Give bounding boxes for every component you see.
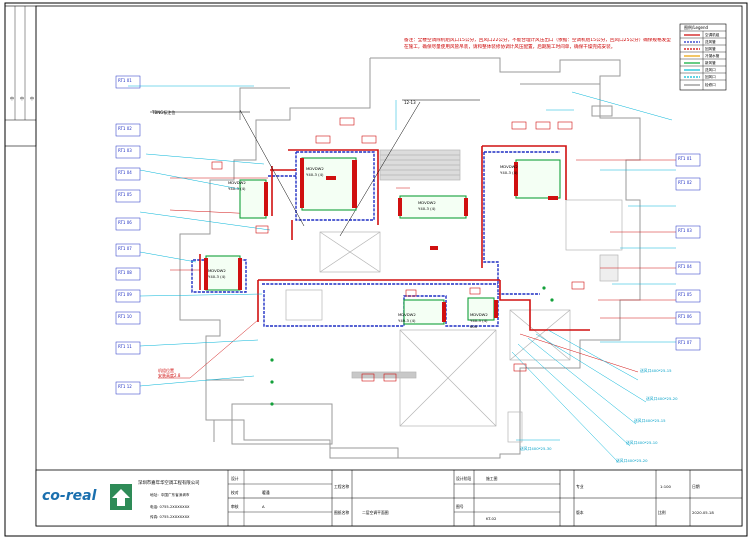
unit-label-2: MDVDW2 [418,200,436,205]
company-line-0: 地址：中国广东省深圳市 [150,492,190,497]
left-tag-column: RT1 01 RT1 02 RT1 03 RT1 04 RT1 05 RT1 0… [115,75,141,395]
left-tag-6: RT1 07 [118,246,132,251]
bottom-note-2: 送风口400*25-15 [634,418,666,423]
legend-row-7: 检修口 [705,82,716,87]
tb-cell-8: 图号 [456,504,464,509]
left-tag-4: RT1 05 [118,192,132,197]
left-tag-7: RT1 08 [118,270,132,275]
ceiling-label: 12-13 [404,100,416,105]
legend-row-2: 回风管 [705,46,716,51]
unit-label-6-spec: Y40-3 (4) [470,318,488,323]
right-tag-1: RT1 02 [678,180,692,185]
unit-label-4-spec: Y40-3 (4) [208,274,226,279]
right-tag-6: RT1 07 [678,340,692,345]
left-tag-5: RT1 06 [118,220,132,225]
design-note: 备注：全楼空调除机组风口15公分，回风口22公分，不能合理计风压出口（依据：空调… [404,38,671,50]
tb-cell-3: 工程名称 [334,484,349,489]
left-tag-10: RT1 11 [118,344,132,349]
tbng-label: TBNG标注位 [151,109,175,115]
tb-cell-6: 设计阶段 [456,476,471,481]
legend-row-1: 送风管 [705,39,716,44]
unit-label-4: MDVDW2 [208,268,226,273]
sheet-border [4,2,748,537]
right-tag-5: RT1 06 [678,314,692,319]
tb-cell-5: 二层空调平面图 [362,510,389,515]
left-tag-3: RT1 04 [118,170,132,175]
vent-markers [211,117,585,382]
bottom-note-0: 送风口400*25-15 [640,368,672,373]
tb-cell-7: 施工图 [486,476,498,481]
left-tag-9: RT1 10 [118,314,132,319]
bottom-note-4: 送风口400*25-20 [616,458,648,463]
unit-label-6: MDVDW2 [470,312,488,317]
bottom-note-3: 送风口400*25-10 [626,440,658,445]
company-logo: co-real [42,484,132,510]
legend-row-3: 冷凝水管 [705,53,720,58]
leader-lines-cyan [128,85,676,463]
spot-markers-green [270,286,554,406]
company-line-1: 电话: 0755-2XXXXXXX [150,504,190,509]
title-block: co-real 深圳市嘉年华空调工程有限公司 地址：中国广东省深圳市 电话: 0… [35,469,743,527]
legend: 图例/Legend 空调机组 送风管 回风管 冷凝水管 新风管 送风口 回风口 … [679,23,727,91]
bottom-notes: 送风口400*25-15 送风口400*25-20 送风口400*25-15 送… [520,368,678,463]
tb-cell-11: 2020.05.18 [692,510,714,515]
ac-units-green [205,157,561,325]
legend-row-4: 新风管 [705,60,716,65]
unit-label-1: MDVDW2 [306,166,324,171]
unit-label-5: MDVDW2 [398,312,416,317]
right-tag-0: RT1 01 [678,156,692,161]
leader-lines-red [169,159,676,379]
unit-label-1-spec: Y40-3 (4) [306,172,324,177]
legend-row-0: 空调机组 [705,32,720,37]
right-tag-4: RT1 05 [678,292,692,297]
tb-cell-9: KT-02 [486,516,497,521]
unit-label-6-extra: 600 [470,324,478,329]
left-title-strip: 中 中 中 [4,5,37,147]
building-walls [179,57,641,459]
svg-text:中: 中 [30,95,34,101]
tb-cell-14: 专业 [576,484,584,489]
left-tag-8: RT1 09 [118,292,132,297]
right-tag-2: RT1 03 [678,228,692,233]
unit-label-3-spec: Y40-3 (4) [500,170,518,175]
unit-label-2-spec: Y40-3 (4) [418,206,436,211]
tb-cell-10: 日期 [692,484,700,489]
unit-position-note: 机组位置 安装高度2.8 [158,368,181,378]
legend-row-6: 回风口 [705,74,716,79]
unit-label-3: MDVDW2 [500,164,518,169]
tb-cell-2: 审核 [231,504,239,509]
tb-cell-16: 版本 [576,510,584,515]
unit-label-0-spec: Y40-3 (4) [228,186,246,191]
tb-cell-1: 校对 [231,490,239,495]
left-tag-1: RT1 02 [118,126,132,131]
svg-text:中: 中 [10,95,14,101]
legend-title: 图例/Legend [684,24,709,30]
bottom-note-1: 送风口400*25-20 [646,396,678,401]
right-tag-column: RT1 01 RT1 02 RT1 03 RT1 04 RT1 05 RT1 0… [675,153,701,351]
company-line-2: 传真: 0755-2XXXXXXX [150,514,190,519]
tb-cell-17: A [262,504,265,509]
tb-cell-13: 1:100 [660,484,672,489]
left-tag-11: RT1 12 [118,384,132,389]
svg-text:中: 中 [20,95,24,101]
right-tag-3: RT1 04 [678,264,692,269]
bottom-note-5: 送风口400*25-30 [520,446,552,451]
company-name: 深圳市嘉年华空调工程有限公司 [138,479,199,486]
unit-labels: MDVDW2 Y40-3 (4) MDVDW2 Y40-3 (4) MDVDW2… [208,164,518,329]
supply-duct-red [199,145,590,331]
left-tag-0: RT1 01 [118,78,132,83]
tb-cell-0: 设计 [231,476,239,481]
logo-text: co-real [42,488,97,504]
unit-label-0: MDVDW2 [228,180,246,185]
tb-cell-12: 比例 [658,510,666,515]
unit-markers-red [204,158,558,322]
interior-partitions [285,149,623,443]
left-tag-2: RT1 03 [118,148,132,153]
tb-cell-15: 暖通 [262,490,270,495]
leader-lines-black [150,99,480,237]
unit-label-5-spec: Y40-3 (4) [398,318,416,323]
legend-row-5: 送风口 [705,67,716,72]
tb-cell-4: 图纸名称 [334,510,349,515]
